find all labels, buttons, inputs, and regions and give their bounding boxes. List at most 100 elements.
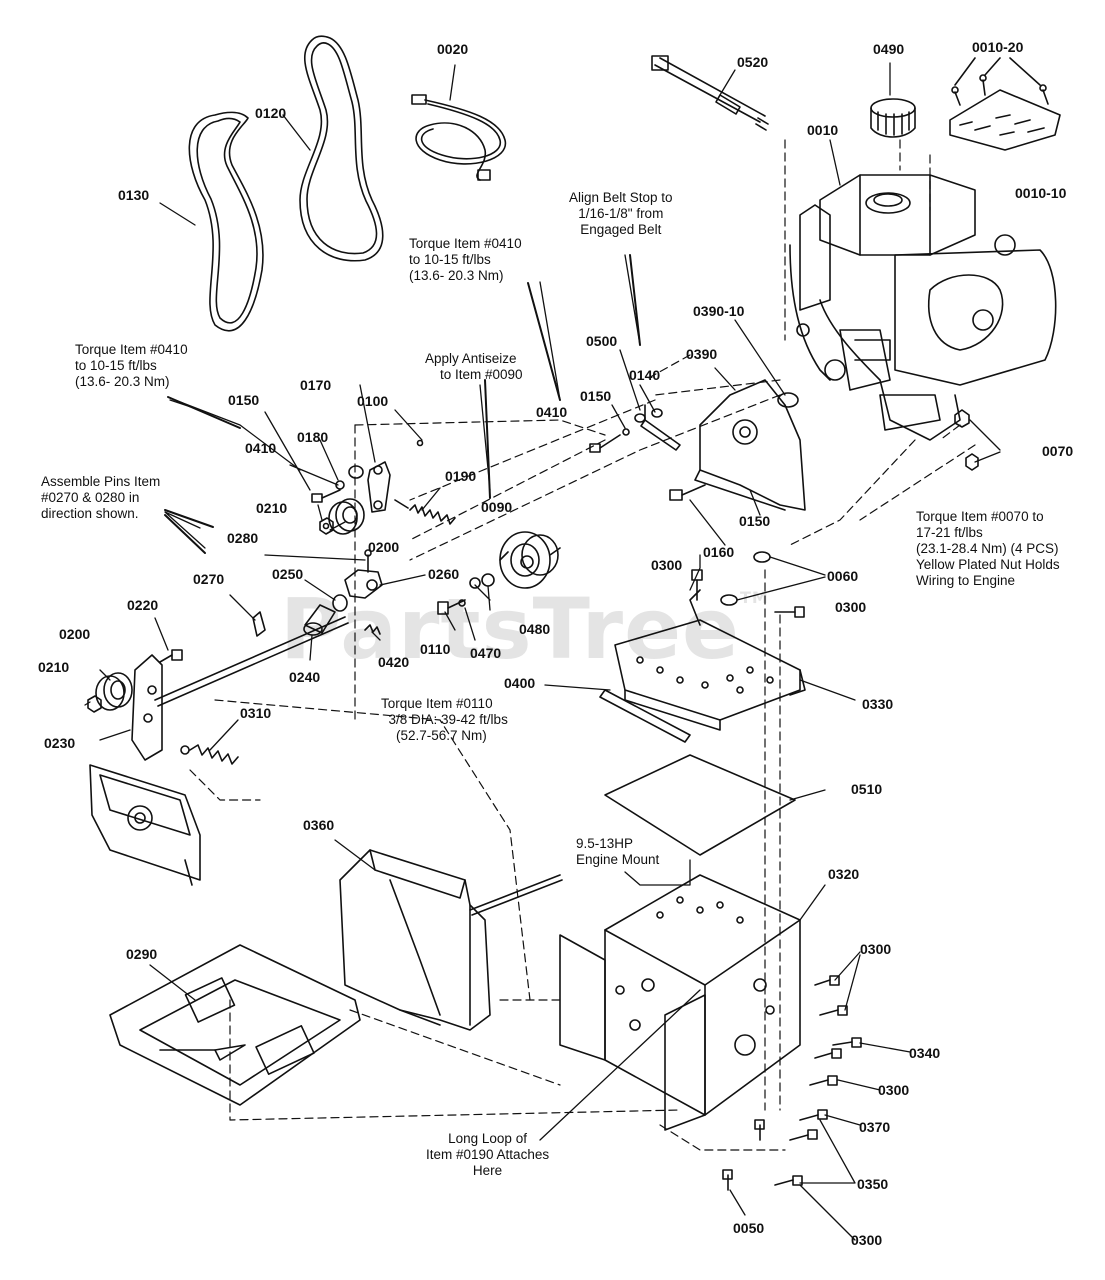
shroud-0290: [109, 944, 361, 1106]
part-label-0330: 0330: [862, 696, 894, 712]
part-label-0210-b: 0210: [38, 659, 70, 675]
part-label-0420: 0420: [378, 654, 410, 670]
part-label-0210-a: 0210: [256, 500, 288, 516]
note-long-loop: Long Loop of Item #0190 Attaches Here: [426, 1131, 550, 1178]
pin-0280: [364, 549, 372, 573]
bolt-0150a: [589, 428, 630, 453]
harness-0020: [411, 94, 507, 181]
note-engine-mount: 9.5-13HP Engine Mount: [576, 836, 660, 867]
part-label-0090: 0090: [481, 499, 513, 515]
housing-0360: [339, 849, 491, 1031]
leader-lines: [84, 62, 1001, 1241]
cable-0520: [651, 55, 769, 131]
part-label-0150-a: 0150: [580, 388, 612, 404]
washer-0480b: [481, 573, 495, 587]
part-label-0250: 0250: [272, 566, 304, 582]
part-label-0300-e: 0300: [851, 1232, 883, 1248]
plate-0510: [604, 754, 796, 856]
part-label-0390-10: 0390-10: [693, 303, 745, 319]
part-label-0200-a: 0200: [368, 539, 400, 555]
washer-0180: [348, 465, 364, 479]
part-label-0410-a: 0410: [536, 404, 568, 420]
part-label-0150-b: 0150: [228, 392, 260, 408]
bolt-0160: [669, 484, 706, 501]
nut-0210a: [319, 517, 334, 535]
part-label-0180: 0180: [297, 429, 329, 445]
belt-0130: [188, 111, 264, 332]
dashed-centerlines-engine: [189, 139, 976, 1151]
part-label-0370: 0370: [859, 1119, 891, 1135]
bolt-0300b: [774, 606, 805, 618]
part-label-0300-a: 0300: [651, 557, 683, 573]
part-label-0400: 0400: [504, 675, 536, 691]
note-torque-0070: Torque Item #0070 to 17-21 ft/lbs (23.1-…: [916, 509, 1060, 588]
frame-plate-0330: [614, 589, 806, 731]
part-label-0220: 0220: [127, 597, 159, 613]
part-label-0190: 0190: [445, 468, 477, 484]
idler-pulley-0200a: [328, 498, 365, 535]
part-label-0300-b: 0300: [835, 599, 867, 615]
engine-mount-housing-0320: [559, 874, 801, 1131]
washer-0480: [469, 577, 481, 589]
cap-0490: [870, 98, 916, 138]
part-label-0060: 0060: [827, 568, 859, 584]
pin-0100: [416, 439, 424, 447]
part-label-0310: 0310: [240, 705, 272, 721]
part-label-0350: 0350: [857, 1176, 889, 1192]
part-label-0130: 0130: [118, 187, 150, 203]
part-label-0260: 0260: [428, 566, 460, 582]
part-label-0300-c: 0300: [860, 941, 892, 957]
part-label-0200-b: 0200: [59, 626, 91, 642]
part-label-0100: 0100: [357, 393, 389, 409]
pulley-0090: [499, 531, 561, 589]
rod-0400: [599, 689, 691, 743]
part-label-0300-d: 0300: [878, 1082, 910, 1098]
part-label-0050: 0050: [733, 1220, 765, 1236]
washer-0390-10: [777, 392, 799, 408]
part-label-0390: 0390: [686, 346, 718, 362]
part-label-0320: 0320: [828, 866, 860, 882]
part-label-0280: 0280: [227, 530, 259, 546]
part-label-0170: 0170: [300, 377, 332, 393]
bolt-0410: [311, 489, 341, 503]
part-label-0110: 0110: [420, 641, 451, 657]
gear-case: [89, 764, 201, 886]
note-align-belt-stop: Align Belt Stop to 1/16-1/8" from Engage…: [569, 190, 673, 237]
part-label-0140: 0140: [629, 367, 661, 383]
arm-0230: [131, 654, 163, 761]
washer-0250: [332, 594, 348, 612]
part-label-0120: 0120: [255, 105, 287, 121]
part-label-0150-c: 0150: [739, 513, 771, 529]
part-label-0010: 0010: [807, 122, 839, 138]
part-label-0160: 0160: [703, 544, 735, 560]
washer-0500: [634, 413, 646, 423]
watermark-trademark: TM: [740, 588, 769, 607]
part-label-0290: 0290: [126, 946, 158, 962]
belt-0120: [299, 35, 384, 262]
part-label-0070: 0070: [1042, 443, 1074, 459]
screws-right: [722, 975, 862, 1191]
washer-0150b: [335, 480, 345, 490]
part-label-0360: 0360: [303, 817, 335, 833]
note-assemble-pins: Assemble Pins Item #0270 & 0280 in direc…: [41, 474, 161, 521]
pointer-arrows: [164, 254, 641, 554]
washer-0500b: [651, 408, 663, 418]
bolt-0220: [159, 649, 183, 663]
part-label-0230: 0230: [44, 735, 76, 751]
part-label-0480: 0480: [519, 621, 551, 637]
part-label-0020: 0020: [437, 41, 469, 57]
note-torque-0110: Torque Item #0110 3/8 DIA: 39-42 ft/lbs …: [381, 696, 508, 743]
engine-0010: [789, 174, 1057, 441]
pulley-0200b: [95, 672, 133, 711]
nut-0210b: [87, 695, 102, 713]
bracket-0260: [344, 569, 383, 599]
spring-0310: [180, 744, 239, 765]
part-label-0500: 0500: [586, 333, 618, 349]
part-label-0410-b: 0410: [245, 440, 277, 456]
washer-0060a: [753, 551, 771, 563]
bracket-0390: [694, 379, 806, 511]
part-label-0470: 0470: [470, 645, 502, 661]
spring-0420: [364, 624, 381, 635]
